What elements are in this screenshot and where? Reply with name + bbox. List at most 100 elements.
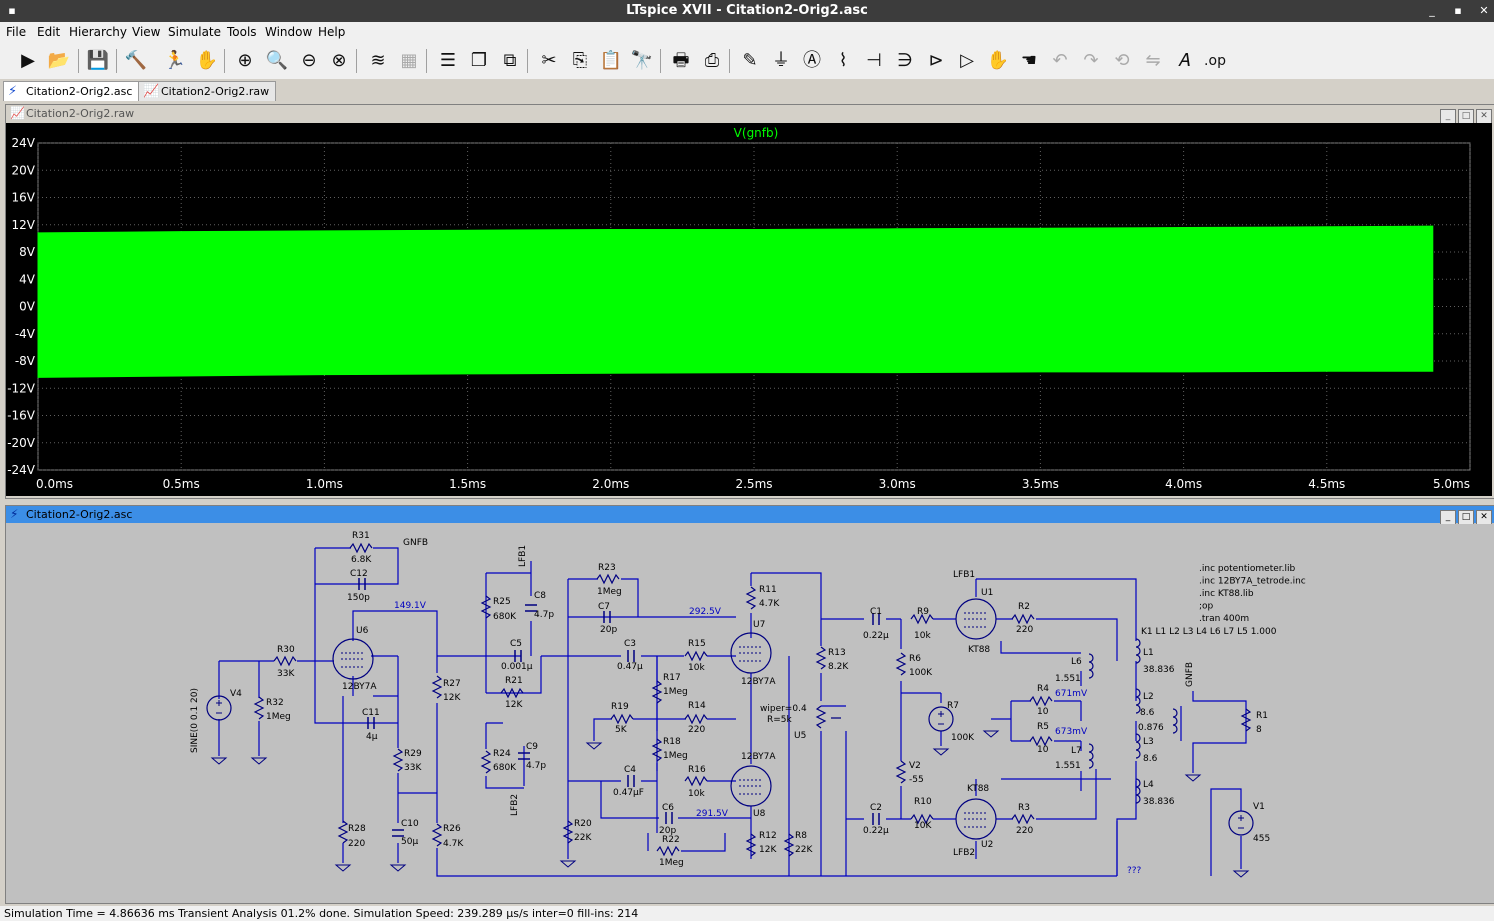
schematic-label[interactable]: R23 [598, 563, 616, 573]
schematic-label[interactable]: 1Meg [659, 858, 684, 868]
schematic-label[interactable]: 220 [348, 839, 365, 849]
schematic-label[interactable]: 220 [688, 725, 705, 735]
schematic-label[interactable]: 8.6 [1140, 708, 1155, 718]
schematic-label[interactable]: 10k [688, 789, 705, 799]
capacitor-symbol[interactable] [627, 650, 635, 662]
open-folder-icon[interactable]: 📂 [47, 50, 71, 71]
potentiometer-symbol[interactable] [815, 705, 841, 729]
vacuum-tube-symbol[interactable] [730, 632, 772, 674]
schematic-label[interactable]: 0.47µ [617, 662, 643, 672]
schematic-label[interactable]: C10 [401, 819, 419, 829]
inductor-symbol[interactable] [1135, 778, 1141, 804]
resistor-symbol[interactable] [684, 713, 708, 725]
resistor-icon[interactable]: ⌇ [838, 50, 848, 71]
schematic-label[interactable]: 4.7p [534, 610, 554, 620]
schematic-label[interactable]: LFB2 [510, 794, 520, 816]
schematic-label[interactable]: 220 [1016, 826, 1033, 836]
schematic-label[interactable]: 38.836 [1143, 665, 1175, 675]
resistor-symbol[interactable] [610, 713, 634, 725]
schematic-label[interactable]: L6 [1071, 657, 1082, 667]
resistor-symbol[interactable] [392, 748, 404, 772]
schematic-label[interactable]: 4.7K [759, 599, 780, 609]
schematic-label[interactable]: L4 [1143, 780, 1154, 790]
find-icon[interactable]: 🔭 [630, 50, 654, 71]
schematic-label[interactable]: C5 [510, 639, 522, 649]
undo-icon[interactable]: ↶ [1052, 50, 1068, 71]
schematic-label[interactable]: 292.5V [689, 607, 722, 617]
schematic-label[interactable]: 150p [347, 593, 370, 603]
component-icon[interactable]: ▷ [960, 50, 974, 71]
copy-icon[interactable]: ⎘ [572, 50, 588, 71]
schematic-label[interactable]: 4.7p [526, 761, 546, 771]
maximize-button[interactable]: ▪ [1454, 4, 1462, 17]
schematic-label[interactable]: 10 [1037, 745, 1049, 755]
vacuum-tube-symbol[interactable] [955, 798, 997, 840]
resistor-symbol[interactable] [596, 573, 620, 585]
waveform-pane-icon[interactable]: ▦ [400, 50, 418, 71]
schematic-maximize-button[interactable]: □ [1458, 510, 1474, 525]
schematic-label[interactable]: 50µ [401, 837, 418, 847]
schematic-label[interactable]: U8 [753, 809, 766, 819]
autorange-icon[interactable]: ≋ [370, 50, 386, 71]
schematic-label[interactable]: R24 [493, 749, 511, 759]
schematic-label[interactable]: C3 [624, 639, 636, 649]
schematic-label[interactable]: LFB1 [953, 570, 975, 580]
menu-hierarchy[interactable]: Hierarchy [69, 25, 128, 39]
schematic-label[interactable]: 1.551 [1055, 674, 1081, 684]
spice-directive-icon[interactable]: .op [1204, 53, 1226, 69]
schematic-label[interactable]: V1 [1253, 802, 1265, 812]
print-icon[interactable]: 🖶 [672, 50, 690, 71]
schematic-label[interactable]: 0.22µ [863, 631, 889, 641]
paste-icon[interactable]: 📋 [599, 50, 623, 71]
redo-icon[interactable]: ↷ [1083, 50, 1099, 71]
rotate-icon[interactable]: ⟲ [1114, 50, 1130, 71]
schematic-label[interactable]: R20 [574, 819, 592, 829]
vacuum-tube-symbol[interactable] [332, 638, 374, 680]
schematic-label[interactable]: 10K [914, 821, 932, 831]
label-icon[interactable]: Ⓐ [803, 50, 821, 71]
schematic-label[interactable]: U6 [356, 626, 369, 636]
cut-icon[interactable]: ✂ [541, 50, 557, 71]
minimize-button[interactable]: _ [1429, 4, 1435, 17]
schematic-label[interactable]: 149.1V [394, 601, 427, 611]
schematic-label[interactable]: KT88 [967, 784, 989, 794]
halt-icon[interactable]: ✋ [195, 50, 219, 71]
schematic-label[interactable]: 1Meg [663, 751, 688, 761]
schematic-label[interactable]: C9 [526, 742, 538, 752]
resistor-symbol[interactable] [562, 820, 574, 844]
menu-file[interactable]: File [6, 25, 27, 39]
capacitor-symbol[interactable] [514, 650, 522, 662]
schematic-label[interactable]: C7 [598, 602, 610, 612]
menu-view[interactable]: View [132, 25, 161, 39]
tile-vertical-icon[interactable]: ⧉ [503, 50, 517, 71]
menu-edit[interactable]: Edit [37, 25, 61, 39]
schematic-label[interactable]: 12BY7A [741, 677, 776, 687]
schematic-label[interactable]: 680K [493, 612, 517, 622]
tab-waveform[interactable]: 📈 Citation2-Orig2.raw [138, 81, 277, 101]
capacitor-symbol[interactable] [358, 578, 366, 590]
ground-icon[interactable]: ⏚ [772, 50, 790, 71]
schematic-label[interactable]: 10k [688, 663, 705, 673]
schematic-label[interactable]: 0.47µF [613, 788, 644, 798]
schematic-close-button[interactable]: ✕ [1476, 510, 1492, 525]
menu-simulate[interactable]: Simulate [168, 25, 222, 39]
schematic-label[interactable]: 0.001µ [501, 662, 533, 672]
schematic-label[interactable]: L3 [1143, 737, 1154, 747]
schematic-label[interactable]: 20p [659, 826, 676, 836]
resistor-symbol[interactable] [745, 833, 757, 857]
schematic-label[interactable]: L1 [1143, 648, 1154, 658]
schematic-label[interactable]: 20p [600, 625, 617, 635]
schematic-label[interactable]: 12BY7A [342, 682, 377, 692]
schematic-label[interactable]: 100K [909, 668, 933, 678]
control-panel-icon[interactable]: 🔨 [124, 50, 148, 71]
schematic-label[interactable]: V2 [909, 761, 921, 771]
spice-directive[interactable]: .inc potentiometer.lib [1199, 564, 1296, 574]
schematic-label[interactable]: 0.22µ [863, 826, 889, 836]
schematic-label[interactable]: U7 [753, 620, 765, 630]
close-button[interactable]: ✕ [1479, 4, 1489, 17]
schematic-label[interactable]: LFB2 [953, 848, 975, 858]
schematic-label[interactable]: 6.8K [351, 555, 372, 565]
schematic-label[interactable]: R29 [404, 749, 422, 759]
schematic-label[interactable]: 12BY7A [741, 752, 776, 762]
schematic-label[interactable]: C6 [662, 803, 674, 813]
